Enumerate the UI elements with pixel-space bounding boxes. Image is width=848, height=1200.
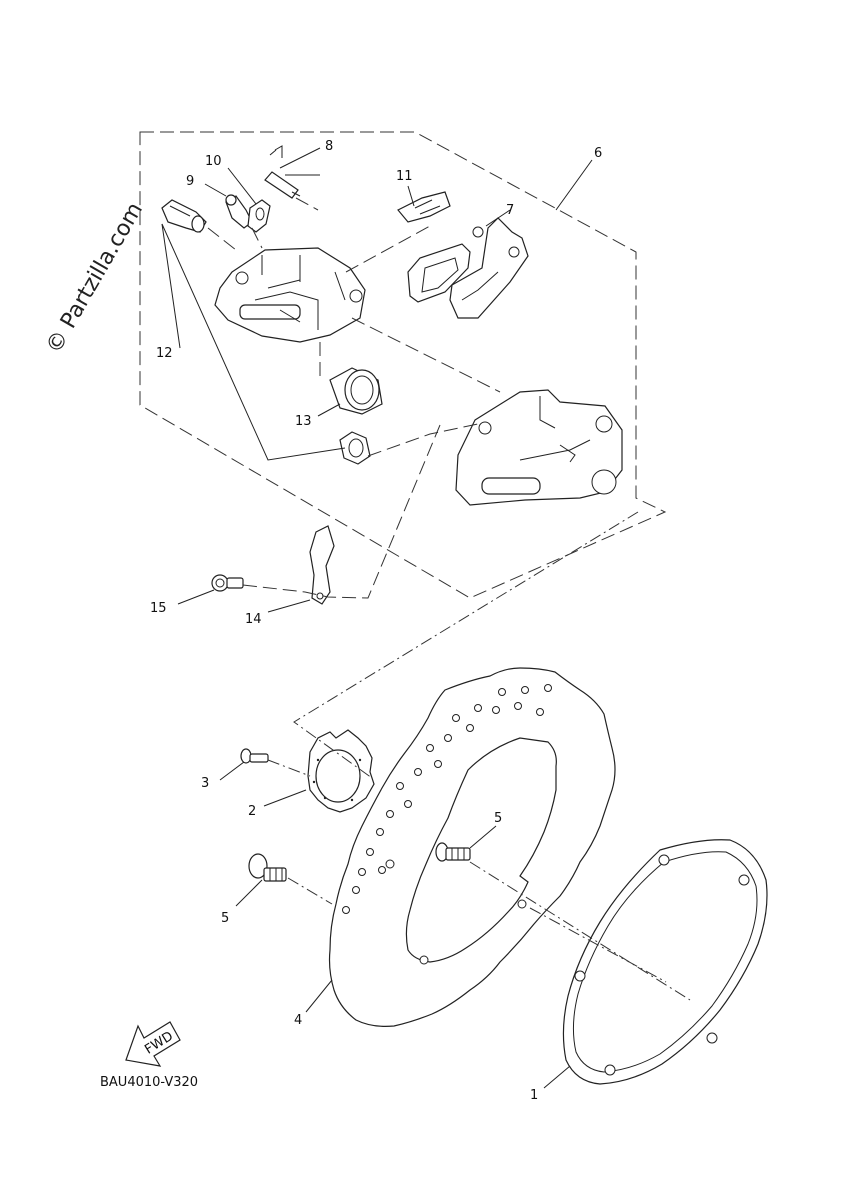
slide-boot[interactable]: [339, 431, 371, 465]
hose-guide[interactable]: [309, 525, 335, 605]
callout-10: 10: [205, 154, 222, 169]
callout-11: 11: [396, 169, 413, 184]
callout-1: 1: [530, 1088, 538, 1103]
brake-pad-outer[interactable]: [449, 217, 529, 319]
callout-3: 3: [201, 776, 209, 791]
leader-lines: [161, 147, 593, 1089]
callout-labels: 6 7 8 9 10 11 12 13 14 15 3 2 5 5 4 1: [150, 139, 602, 1103]
sensor-rotor-ring[interactable]: [562, 839, 768, 1085]
callout-14: 14: [245, 612, 262, 627]
slide-pin-boot[interactable]: [161, 199, 207, 233]
callout-12: 12: [156, 346, 173, 361]
callout-9: 9: [186, 174, 194, 189]
bolt-5-center[interactable]: [435, 842, 471, 862]
hub-ring[interactable]: [307, 729, 375, 813]
callout-15: 15: [150, 601, 167, 616]
fwd-arrow-icon: FWD: [125, 1021, 181, 1067]
brake-pad-inner[interactable]: [407, 243, 471, 303]
callout-7: 7: [506, 203, 514, 218]
bleed-screw-cap[interactable]: [247, 199, 271, 233]
caliper-bracket[interactable]: [455, 389, 623, 506]
bolt-15[interactable]: [211, 574, 244, 592]
piston[interactable]: [329, 367, 383, 415]
disc-alignment-lines: [267, 511, 691, 1001]
bolt-5-left[interactable]: [248, 853, 287, 882]
callout-5-center: 5: [494, 811, 502, 826]
diagram-code: BAU4010-V320: [100, 1075, 198, 1090]
caliper-assembly-boundary: [139, 131, 667, 599]
callout-2: 2: [248, 804, 256, 819]
bolt-3[interactable]: [240, 748, 269, 764]
callout-4: 4: [294, 1013, 302, 1028]
caliper-connection-lines: [207, 197, 501, 599]
callout-13: 13: [295, 414, 312, 429]
pad-pin[interactable]: [264, 145, 301, 199]
brake-disc[interactable]: [328, 667, 616, 1027]
callout-6: 6: [594, 146, 602, 161]
callout-5-left: 5: [221, 911, 229, 926]
caliper-body[interactable]: [214, 247, 366, 343]
pad-spring[interactable]: [397, 191, 451, 223]
callout-8: 8: [325, 139, 333, 154]
watermark: © Partzilla.com: [42, 198, 149, 358]
